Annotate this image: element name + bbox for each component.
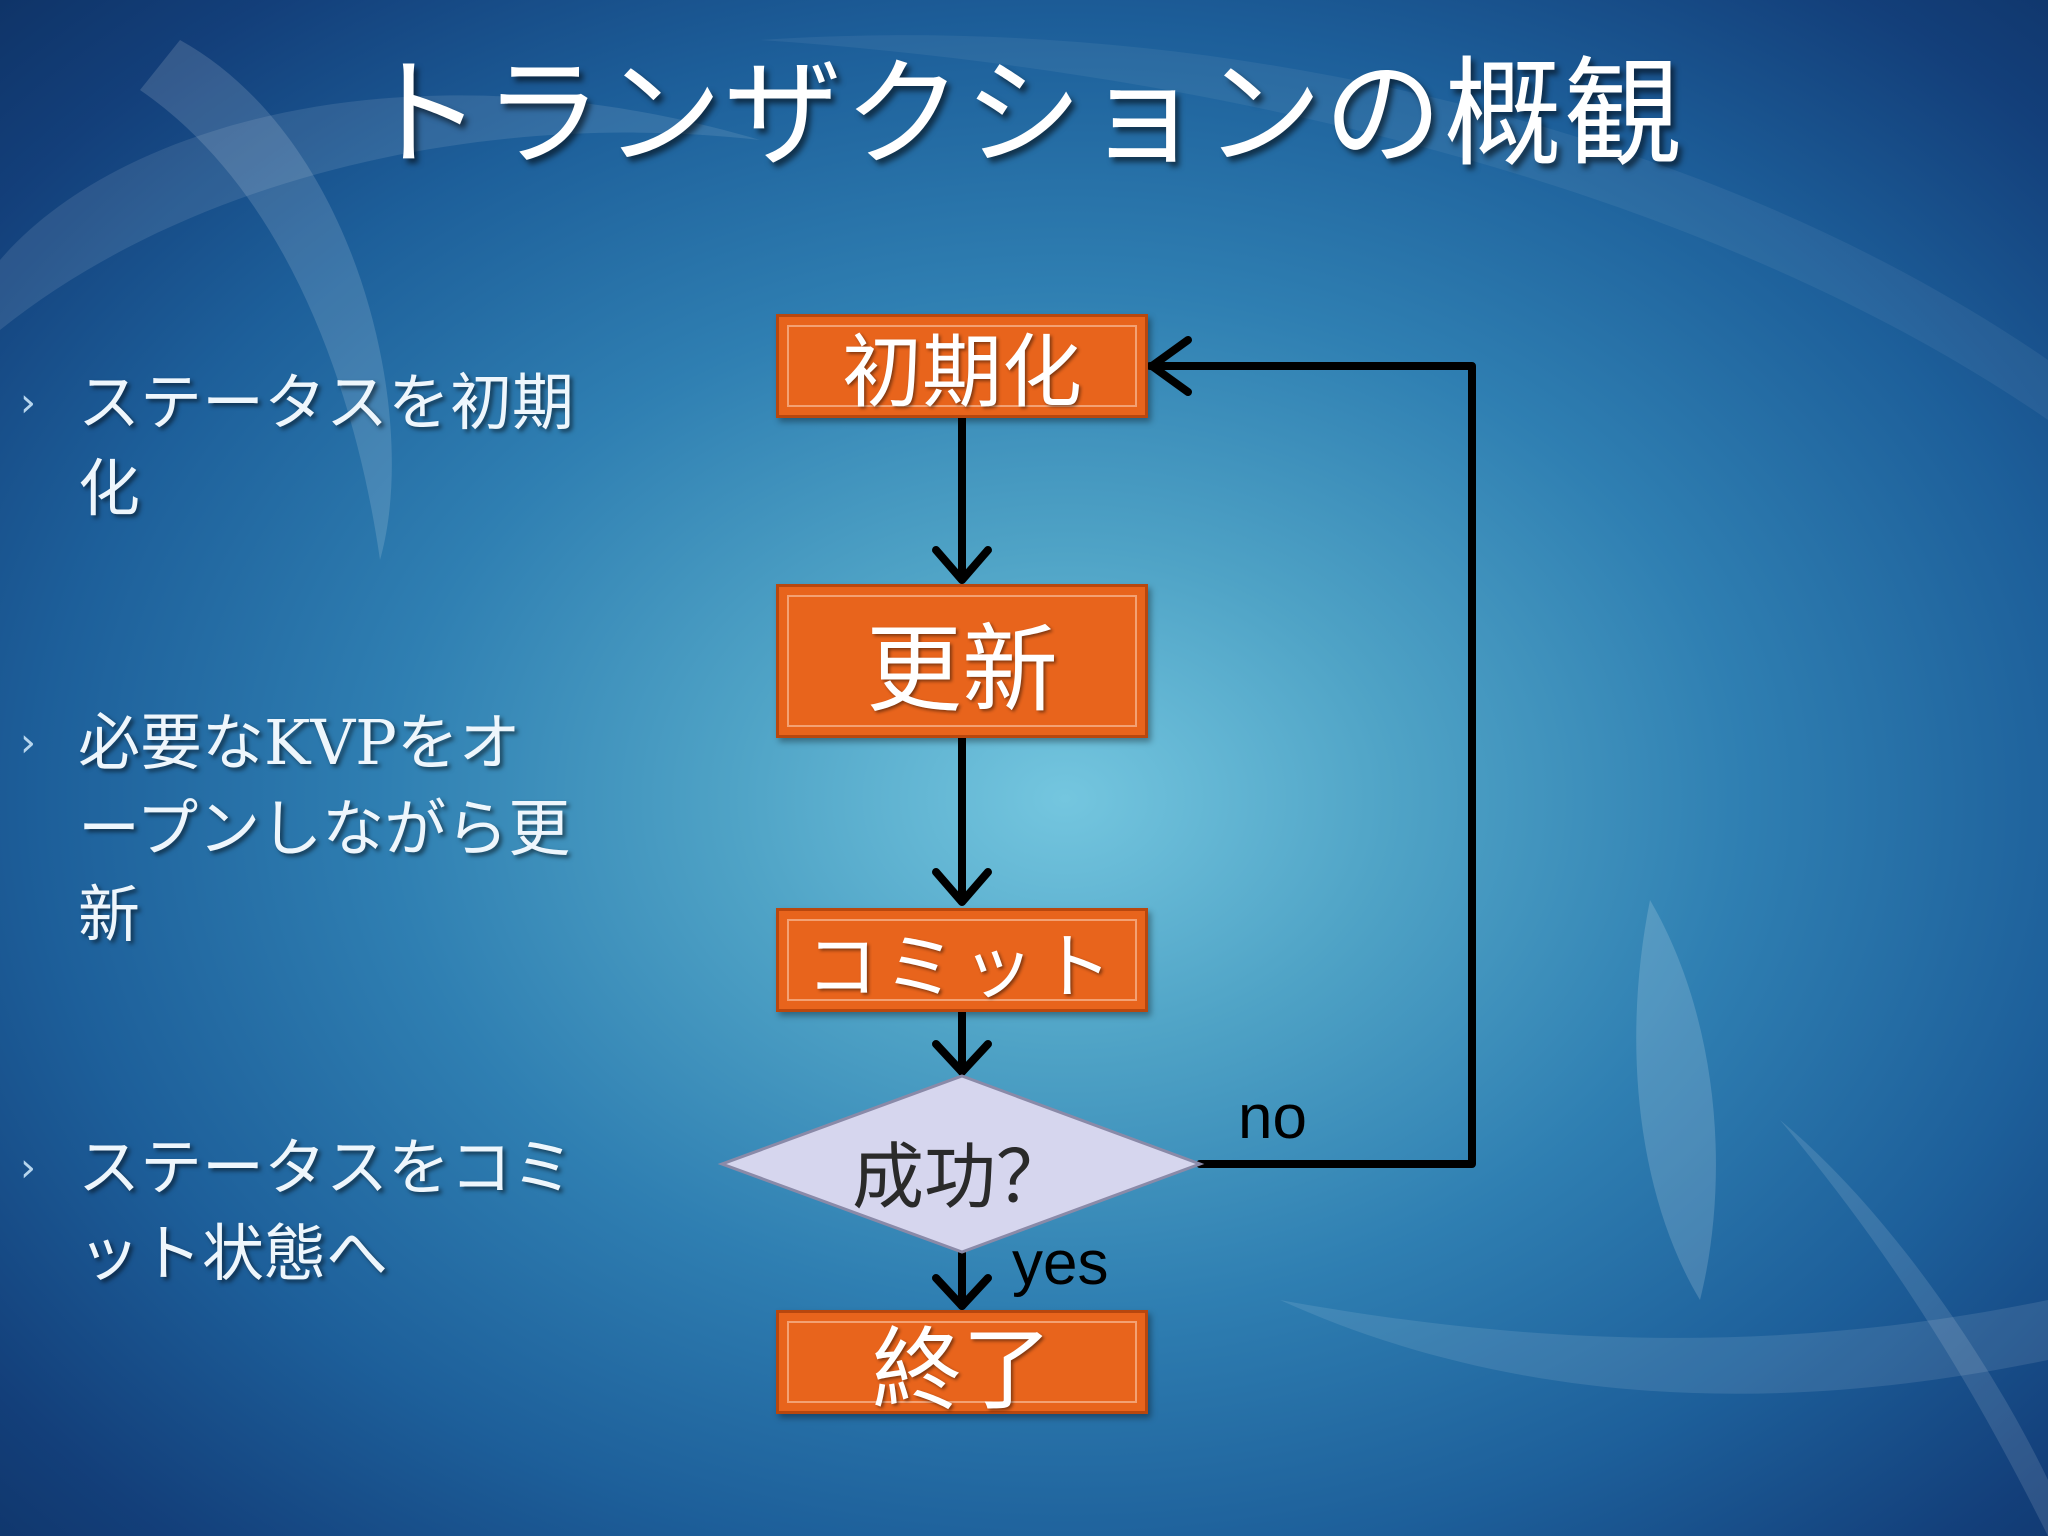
slide-title: トランザクションの概観 <box>363 45 1684 183</box>
edge-label-no: no <box>1238 1083 1307 1152</box>
bullet-marker-icon: › <box>20 720 36 766</box>
node-init: 初期化 <box>776 314 1148 419</box>
node-update: 更新 <box>776 584 1148 738</box>
bullet-marker-icon: › <box>20 1145 36 1191</box>
bullet-item: › 必要なKVPをオープンしながら更新 <box>20 700 580 958</box>
bullet-item: › ステータスを初期化 <box>20 360 580 532</box>
arrow-no-loop <box>1146 362 1476 1168</box>
bullet-text: ステータスを初期化 <box>78 366 575 525</box>
node-end: 終了 <box>776 1310 1148 1423</box>
decision-diamond <box>717 1074 1205 1254</box>
bullet-text: 必要なKVPをオープンしながら更新 <box>78 706 571 951</box>
bullet-marker-icon: › <box>20 380 36 426</box>
node-decision-label: 成功？ <box>851 1135 1068 1219</box>
edge-label-yes: yes <box>1012 1229 1109 1298</box>
bullet-item: › ステータスをコミット状態へ <box>20 1125 580 1297</box>
bullet-text: ステータスをコミット状態へ <box>78 1131 575 1290</box>
node-commit: コミット <box>776 908 1148 1012</box>
